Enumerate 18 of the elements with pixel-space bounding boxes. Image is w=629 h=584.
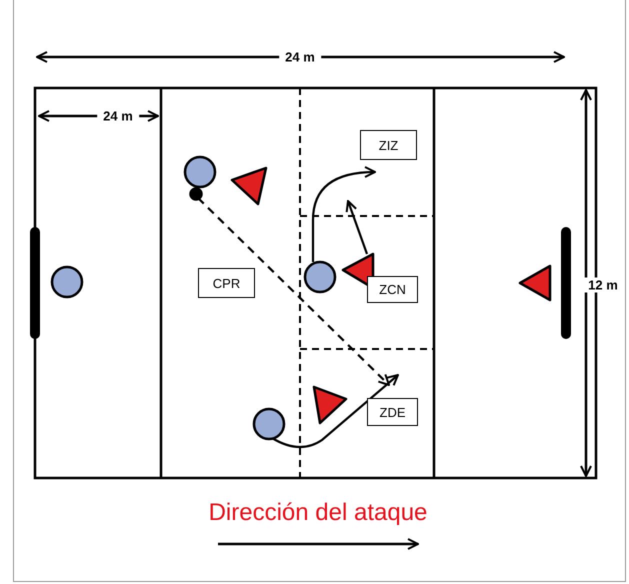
pass-arrow bbox=[197, 197, 390, 386]
zone-label: CPR bbox=[198, 268, 255, 298]
zone-label: ZDE bbox=[367, 398, 418, 426]
player-marker bbox=[252, 408, 286, 440]
player-marker bbox=[304, 260, 336, 294]
opponent-marker bbox=[230, 166, 268, 206]
zone-label: ZCN bbox=[367, 276, 418, 303]
ball bbox=[189, 187, 203, 201]
dimension-label: 24 m bbox=[279, 50, 321, 64]
goalkeeper-marker bbox=[50, 266, 84, 298]
run-arrow bbox=[271, 374, 399, 448]
player-marker bbox=[184, 156, 216, 188]
opponent-marker bbox=[518, 264, 552, 302]
opponent-marker bbox=[312, 386, 348, 424]
run-arrow bbox=[312, 166, 376, 262]
run-arrow bbox=[346, 200, 368, 254]
dimension-label: 24 m bbox=[97, 108, 139, 124]
zone-label: ZIZ bbox=[360, 130, 417, 160]
